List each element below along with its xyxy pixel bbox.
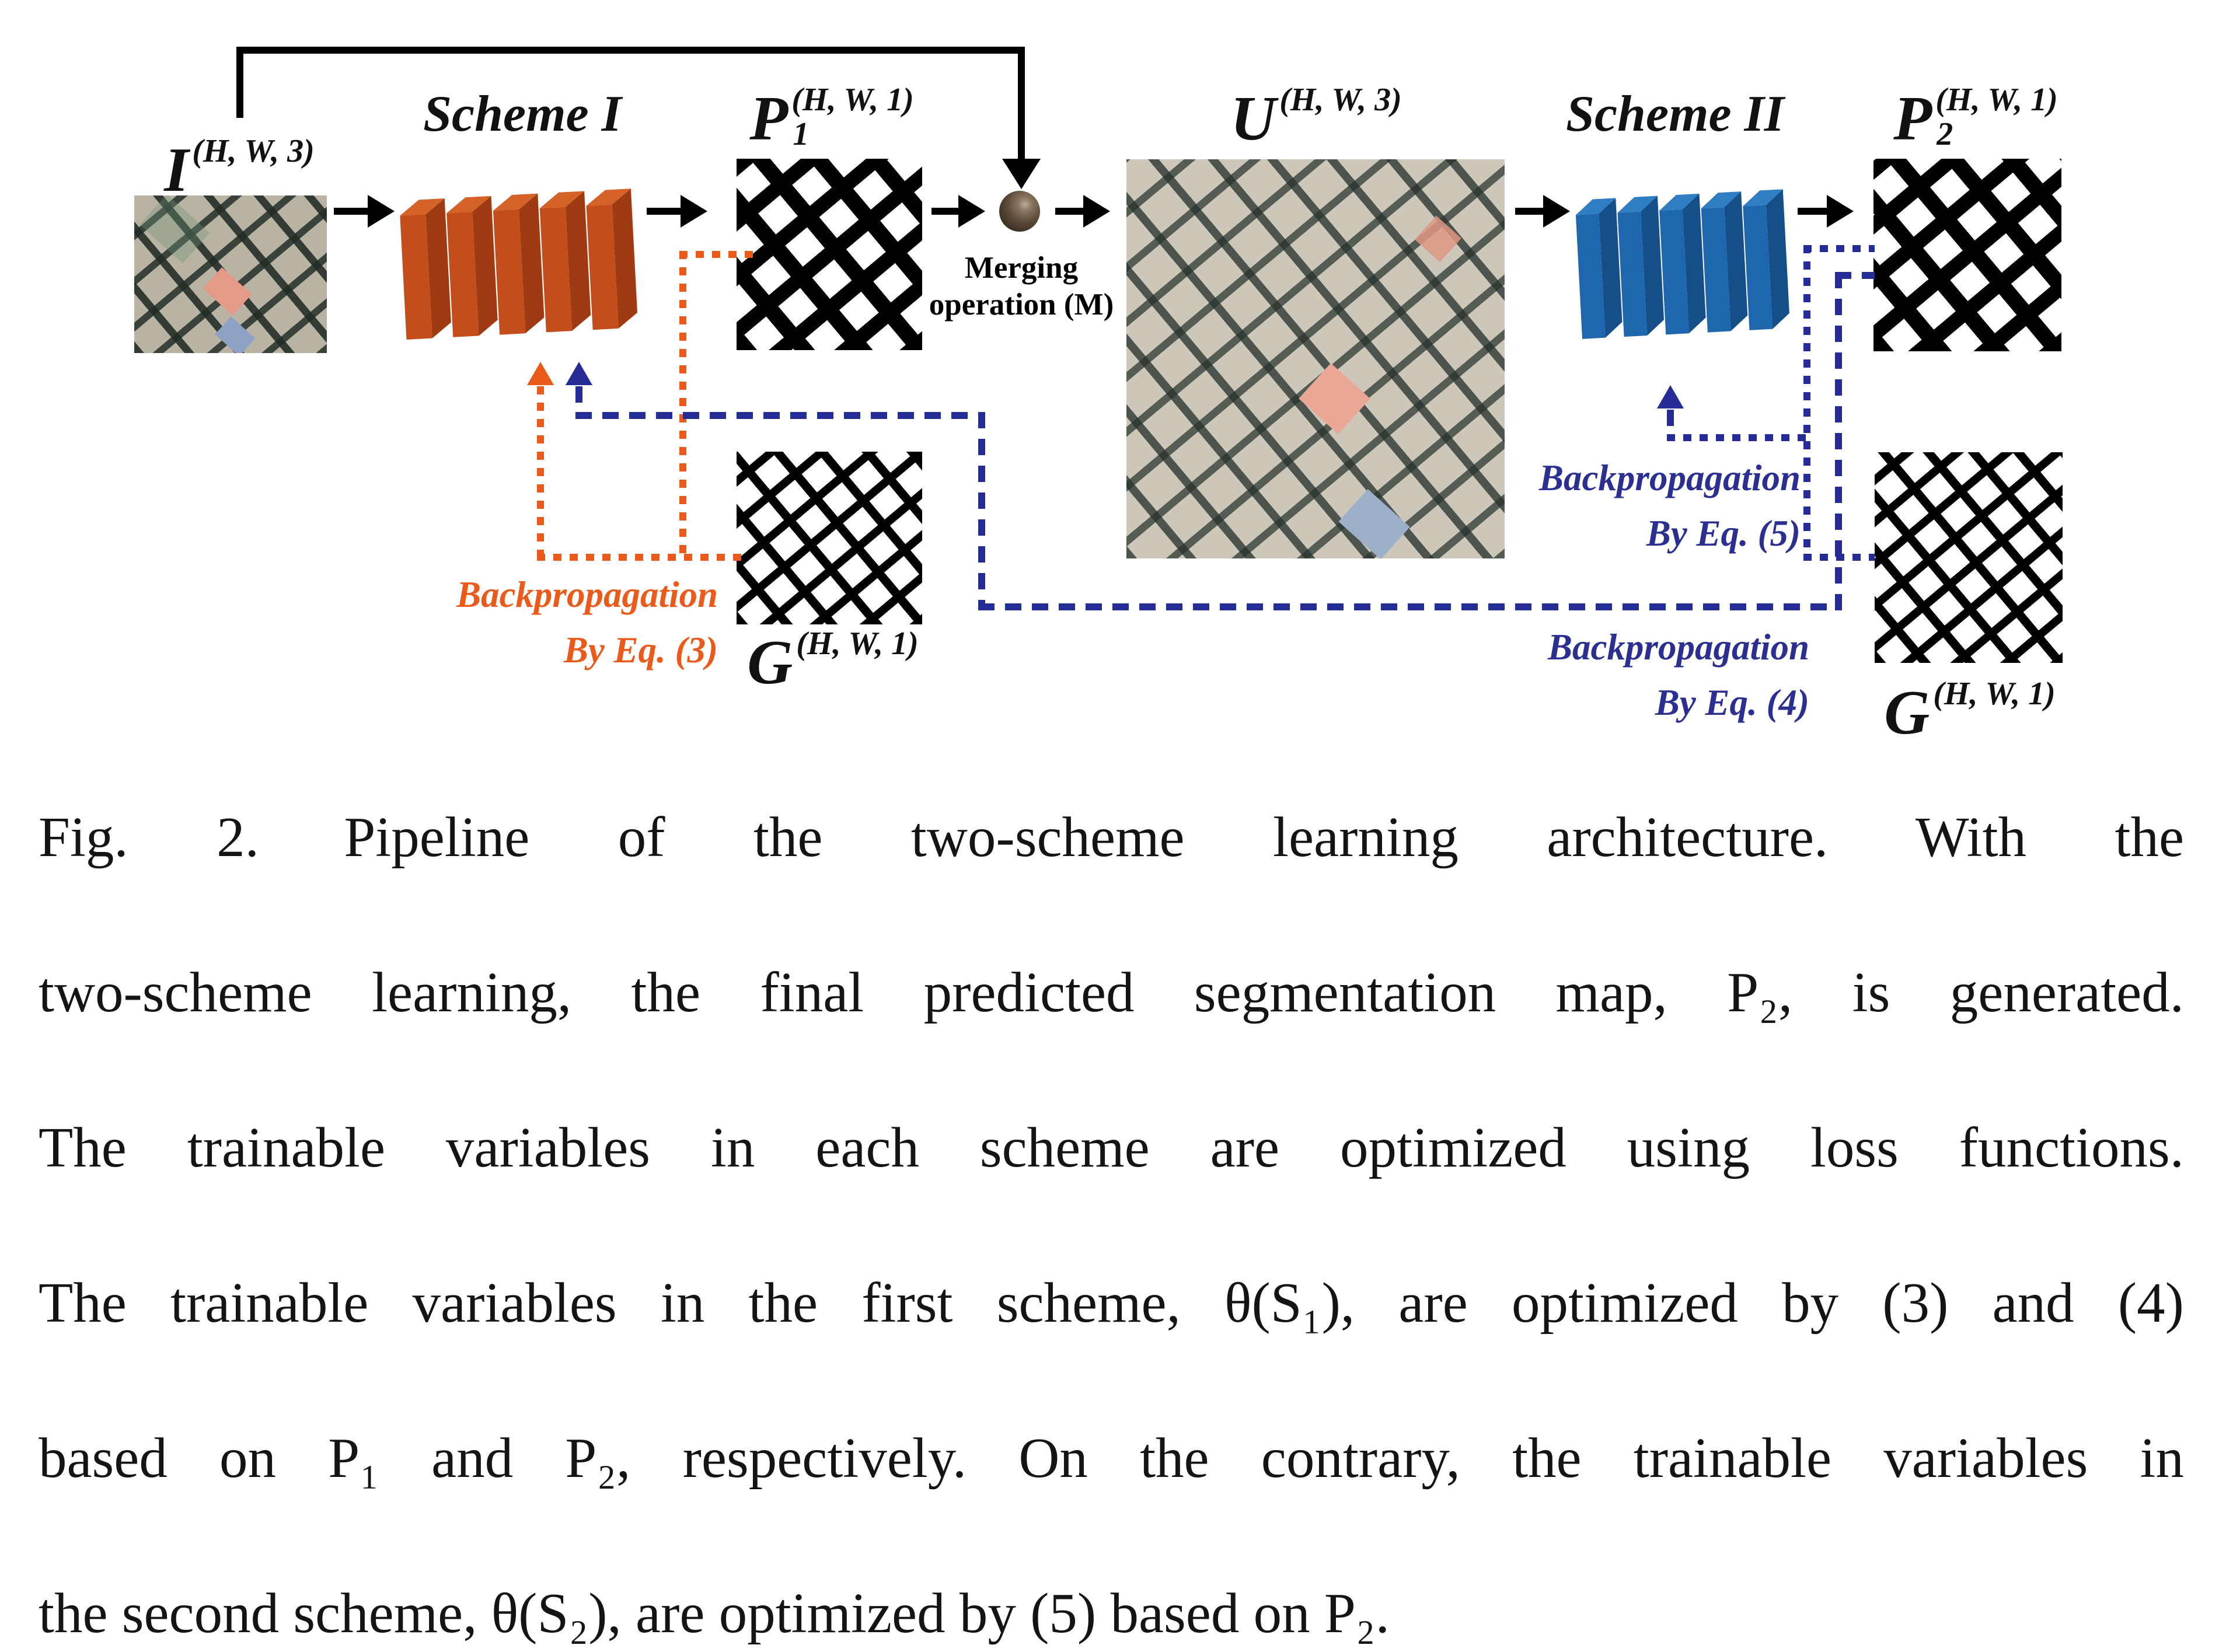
p2-shape-superscript: (H, W, 1)	[1935, 82, 2058, 118]
backprop-eq5-label: Backpropagation By Eq. (5)	[1334, 450, 1801, 561]
orange-backprop-vertical-from-p1	[679, 251, 686, 561]
p1-subscript: 1	[793, 116, 810, 152]
backprop-eq5-line1: Backpropagation	[1538, 457, 1801, 498]
orange-backprop-arrowhead-icon	[527, 362, 554, 385]
blue-backprop-vertical-middle	[978, 412, 985, 610]
arrow-scheme1-to-p1-icon	[647, 195, 707, 228]
blue-slab-3	[1659, 193, 1706, 335]
blue-backprop-horizontal-upper	[575, 412, 985, 419]
blue-slab-2	[1617, 195, 1665, 337]
skip-connection-arrowhead-down-icon	[1002, 159, 1041, 189]
g1-symbol: G	[747, 628, 793, 697]
blue-slab-5	[1743, 189, 1789, 330]
backprop-eq3-line2: By Eq. (3)	[563, 629, 718, 670]
blue-backprop-horizontal-from-g2	[1803, 554, 1875, 561]
backprop-eq4-label: Backpropagation By Eq. (4)	[1342, 620, 1809, 730]
caption-line-5: based on P₁ and P₂, respectively. On the…	[39, 1427, 2184, 1489]
input-shape-superscript: (H, W, 3)	[192, 133, 315, 169]
u-symbol: U	[1230, 84, 1276, 153]
merging-operation-sphere-icon	[999, 191, 1040, 232]
caption-line-4: The trainable variables in the first sch…	[39, 1272, 2184, 1334]
arrow-scheme2-to-p2-icon	[1798, 195, 1854, 228]
orange-slab-1	[400, 198, 451, 340]
backprop-eq4-line1: Backpropagation	[1547, 627, 1809, 668]
orange-backprop-vertical-to-scheme1	[537, 386, 544, 561]
scheme1-conv-stack-svg	[400, 188, 637, 340]
input-symbol: I	[164, 135, 189, 205]
blue-backprop-horizontal-long	[978, 603, 1842, 610]
p1-shape-superscript: (H, W, 1)	[791, 82, 914, 118]
p1-segmentation-map	[737, 159, 922, 350]
pink-roof-patch-u	[1299, 363, 1370, 435]
pink-roof-patch	[203, 267, 253, 316]
g2-symbol: G	[1884, 678, 1930, 748]
green-tint-patch	[139, 195, 210, 263]
backprop-eq4-line2: By Eq. (4)	[1655, 682, 1809, 723]
blue-backprop-horizontal-to-p2-inner	[1835, 272, 1875, 279]
backprop-eq3-label: Backpropagation By Eq. (3)	[251, 567, 718, 677]
arrow-merge-to-u-icon	[1055, 195, 1110, 228]
p1-symbol: P	[749, 84, 788, 153]
g1-label: G (H, W, 1)	[737, 627, 929, 697]
arrow-p1-to-merge-icon	[931, 195, 985, 228]
p2-symbol: P	[1893, 84, 1932, 153]
orange-slab-4	[539, 191, 591, 333]
caption-line-3: The trainable variables in each scheme a…	[39, 1116, 2184, 1179]
blue-backprop-vertical-to-scheme2	[1667, 410, 1674, 441]
skip-connection-line-right-drop	[1018, 47, 1025, 161]
orange-slab-5	[586, 188, 637, 330]
blue-roof-patch	[215, 316, 256, 353]
g2-ground-truth-map	[1875, 452, 2063, 663]
g1-shape-superscript: (H, W, 1)	[796, 626, 919, 662]
skip-connection-line-left-stub	[236, 47, 243, 118]
arrow-u-to-scheme2-icon	[1515, 195, 1570, 228]
caption-line-6: the second scheme, θ(S₂), are optimized …	[39, 1582, 1390, 1644]
small-pink-patch-u	[1415, 215, 1462, 263]
p2-subscript: 2	[1937, 116, 1953, 152]
g2-label: G (H, W, 1)	[1873, 677, 2066, 748]
caption-line-2: two-scheme learning, the final predicted…	[39, 961, 2184, 1024]
blue-backprop-arrowhead-scheme2-icon	[1657, 385, 1684, 408]
merging-line1: Merging	[964, 251, 1079, 285]
merging-line2: operation (M)	[929, 287, 1114, 322]
scheme2-conv-stack-svg	[1575, 189, 1789, 339]
orange-backprop-horizontal-to-p1	[679, 251, 761, 258]
u-shape-superscript: (H, W, 3)	[1279, 82, 1402, 118]
backprop-eq3-line1: Backpropagation	[456, 574, 718, 615]
arrow-input-to-scheme1-icon	[334, 195, 395, 228]
blue-backprop-vertical-to-scheme1	[575, 386, 582, 419]
blue-backprop-vertical-from-p2-outer	[1803, 245, 1810, 561]
orange-slab-2	[446, 195, 498, 337]
blue-backprop-arrowhead-scheme1-icon	[566, 362, 592, 385]
scheme1-title: Scheme I	[423, 86, 622, 142]
blue-backprop-horizontal-scheme2	[1667, 434, 1810, 441]
u-label: U (H, W, 3)	[1196, 83, 1436, 153]
backprop-eq5-line2: By Eq. (5)	[1646, 512, 1801, 554]
merging-operation-label: Merging operation (M)	[910, 250, 1132, 323]
input-aerial-image	[134, 195, 327, 353]
scheme1-conv-stack	[395, 162, 643, 349]
blue-backprop-vertical-from-p2-inner	[1835, 272, 1842, 610]
figure-2-pipeline: I (H, W, 3) Scheme I P (H, W, 1)1 U (H, …	[39, 47, 2184, 1644]
scheme2-title: Scheme II	[1566, 86, 1784, 142]
input-image-label: I (H, W, 3)	[146, 134, 333, 205]
g1-ground-truth-map	[737, 452, 922, 624]
scheme2-conv-stack	[1571, 163, 1795, 349]
orange-backprop-horizontal-from-g1	[537, 554, 745, 561]
blue-slab-4	[1701, 191, 1748, 333]
blue-backprop-horizontal-to-p2-outer	[1803, 245, 1875, 252]
caption-line-1: Fig. 2. Pipeline of the two-scheme learn…	[39, 806, 2184, 868]
p2-segmentation-map	[1873, 159, 2061, 351]
p2-label: P (H, W, 1)2	[1876, 83, 2075, 153]
g2-shape-superscript: (H, W, 1)	[1933, 676, 2056, 712]
blue-slab-1	[1575, 198, 1623, 339]
p1-label: P (H, W, 1)1	[741, 83, 922, 153]
figure-caption: Fig. 2. Pipeline of the two-scheme learn…	[39, 798, 2184, 1652]
merged-aerial-image-u	[1126, 159, 1505, 558]
orange-slab-3	[493, 193, 545, 335]
skip-connection-line-horizontal	[236, 47, 1025, 54]
